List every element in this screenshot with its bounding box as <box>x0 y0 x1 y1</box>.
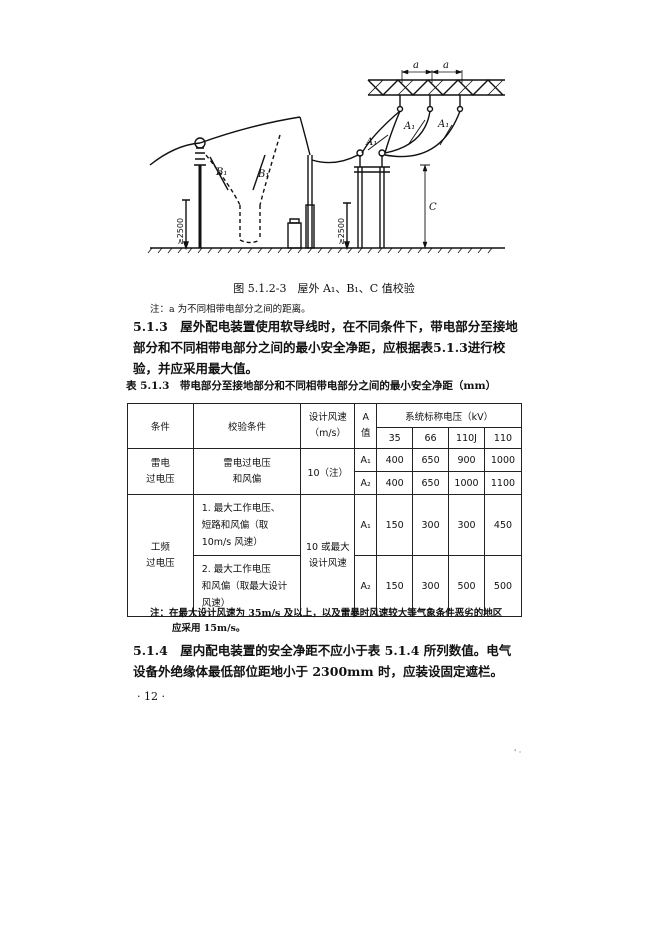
label-B1-right: B₁ <box>257 169 269 180</box>
table-row: 2. 最大工作电压 和风偏（取最大设计 风速） A₂ 150 300 500 5… <box>128 555 523 617</box>
group2-check2-line3: 风速） <box>201 597 231 609</box>
cell-value: 150 <box>376 555 414 617</box>
header-wind-line2: （m/s） <box>309 428 346 439</box>
header-v110j: 110J <box>448 427 485 449</box>
group2-check1-line1: 1. 最大工作电压、 <box>201 502 281 514</box>
group2-check2-line1: 2. 最大工作电压 <box>201 563 271 575</box>
section-5-1-3: 5.1.3 屋外配电装置使用软导线时，在不同条件下，带电部分至接地部分和不同相带… <box>133 319 518 376</box>
table-header-row-2: 35 66 110J 110 <box>128 427 523 449</box>
cell-a: A₂ <box>354 555 378 617</box>
group2-wind: 10 或最大 设计风速 <box>300 494 356 617</box>
group1-wind: 10（注） <box>300 448 356 495</box>
label-a-1: a <box>413 60 419 71</box>
group2-cond-line2: 过电压 <box>146 557 175 569</box>
table-header-row-1: 条件 校验条件 设计风速 （m/s） A 值 系统标称电压（kV） <box>127 402 522 449</box>
cell-value: 450 <box>483 494 523 556</box>
clearance-table: 条件 校验条件 设计风速 （m/s） A 值 系统标称电压（kV） 35 66 … <box>127 402 523 617</box>
group1-check-line1: 雷电过电压 <box>223 457 271 469</box>
group2-check1-line2: 短路和风偏（取 <box>201 519 269 531</box>
group2-check-2: 2. 最大工作电压 和风偏（取最大设计 风速） <box>192 555 302 617</box>
header-wind-line1: 设计风速 <box>308 412 347 423</box>
table-row: A₂ 400 650 1000 1100 <box>128 471 523 495</box>
header-a-line2: 值 <box>360 428 371 439</box>
cell-value: 1000 <box>483 448 523 472</box>
header-check: 校验条件 <box>192 403 302 449</box>
group1-cond-line1: 雷电 <box>150 457 170 469</box>
group1-cond-line2: 过电压 <box>146 473 175 485</box>
cell-value: 650 <box>412 448 450 472</box>
header-a-value: A 值 <box>354 403 378 449</box>
section-5-1-4: 5.1.4 屋内配电装置的安全净距不应小于表 5.1.4 所列数值。电气设备外绝… <box>133 643 512 679</box>
cell-a: A₁ <box>354 494 378 556</box>
cell-value: 400 <box>376 448 414 472</box>
group1-check-line2: 和风偏 <box>232 473 262 485</box>
group1-condition: 雷电 过电压 <box>127 448 194 495</box>
cell-value: 900 <box>448 448 485 472</box>
label-C: C <box>429 202 437 213</box>
group1-check: 雷电过电压 和风偏 <box>192 448 302 495</box>
label-B1-left: B₁ <box>215 167 227 178</box>
table-note-line2: 应采用 15m/s。 <box>172 623 246 634</box>
table-note-line1: 注：在最大设计风速为 35m/s 及以上，以及雷暴时风速较大等气象条件恶劣的地区 <box>150 608 503 619</box>
cell-a: A₁ <box>354 448 378 472</box>
cell-value: 300 <box>448 494 485 556</box>
group2-check-1: 1. 最大工作电压、 短路和风偏（取 10m/s 风速） <box>192 494 302 556</box>
cell-value: 1000 <box>448 471 485 495</box>
figure-svg: a a A₁ A₁ A₁ B₁ B₁ C ≥2500 ≥2500 <box>147 60 505 254</box>
group2-wind-line1: 10 或最大 <box>305 541 350 553</box>
group2-wind-line2: 设计风速 <box>308 557 347 569</box>
cell-value: 1100 <box>483 471 523 495</box>
header-wind: 设计风速 （m/s） <box>300 403 356 449</box>
cell-value: 500 <box>483 555 523 617</box>
table-row: 工频 过电压 1. 最大工作电压、 短路和风偏（取 10m/s 风速） 10 或… <box>127 494 523 617</box>
header-condition: 条件 <box>127 403 194 449</box>
table-row: 雷电 过电压 雷电过电压 和风偏 10（注） A₁ 400 650 900 10… <box>127 448 523 495</box>
label-A1-right: A₁ <box>437 119 449 130</box>
figure-drawing: a a A₁ A₁ A₁ B₁ B₁ C ≥2500 ≥2500 <box>140 55 510 280</box>
cell-value: 300 <box>412 494 450 556</box>
label-height-left: ≥2500 <box>176 218 185 245</box>
label-A1-mid: A₁ <box>403 121 415 132</box>
label-a-2: a <box>443 60 449 71</box>
cell-value: 400 <box>376 471 414 495</box>
table-title: 表 5.1.3 带电部分至接地部分和不同相带电部分之间的最小安全净距（mm） <box>126 380 497 392</box>
group2-cond-line1: 工频 <box>150 541 170 553</box>
header-v35: 35 <box>376 427 414 449</box>
header-a-line1: A <box>362 412 369 423</box>
group2-check2-line2: 和风偏（取最大设计 <box>201 580 288 592</box>
page-number: · 12 · <box>137 690 165 703</box>
cell-a: A₂ <box>354 471 378 495</box>
cell-value: 650 <box>412 471 450 495</box>
header-v66: 66 <box>412 427 450 449</box>
label-height-right: ≥2500 <box>337 218 346 245</box>
cell-value: 300 <box>412 555 450 617</box>
figure-note: 注：a 为不同相带电部分之间的距离。 <box>150 304 311 315</box>
corner-mark: ' · <box>514 748 522 757</box>
cell-value: 500 <box>448 555 485 617</box>
label-A1-left: A₁ <box>365 137 377 148</box>
header-v110: 110 <box>483 427 523 449</box>
table-note: 注：在最大设计风速为 35m/s 及以上，以及雷暴时风速较大等气象条件恶劣的地区… <box>150 606 520 636</box>
group2-condition: 工频 过电压 <box>127 494 194 617</box>
cell-value: 150 <box>376 494 414 556</box>
header-voltage: 系统标称电压（kV） <box>376 402 522 429</box>
group2-check1-line3: 10m/s 风速） <box>201 536 263 548</box>
figure-caption: 图 5.1.2-3 屋外 A₁、B₁、C 值校验 <box>233 282 415 295</box>
